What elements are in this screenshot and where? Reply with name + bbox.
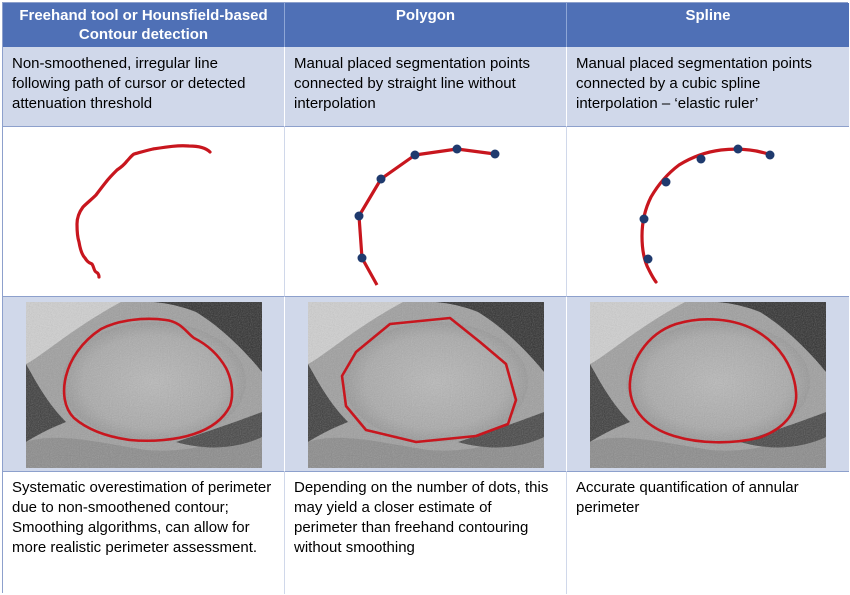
segmentation-point: [354, 211, 364, 221]
polygon-contour-line: [357, 147, 496, 286]
segmentation-point: [765, 150, 775, 160]
spline-annulus-contour: [628, 318, 798, 444]
header-freehand: Freehand tool or Hounsfield-based Contou…: [3, 3, 285, 47]
description-spline: Manual placed segmentation points connec…: [567, 47, 849, 127]
spline-contour-line: [640, 147, 773, 284]
segmentation-point: [643, 254, 653, 264]
ct-image-cell-freehand: [3, 297, 285, 472]
ct-scan-image-polygon: [308, 302, 544, 468]
segmentation-point: [410, 150, 420, 160]
header-spline: Spline: [567, 3, 849, 47]
segmentation-point: [639, 214, 649, 224]
drawing-freehand: [3, 127, 285, 297]
freehand-curve-illustration: [75, 144, 212, 279]
segmentation-point: [490, 149, 500, 159]
ct-image-cell-polygon: [285, 297, 567, 472]
header-polygon: Polygon: [285, 3, 567, 47]
conclusion-spline: Accurate quantification of annular perim…: [567, 472, 849, 594]
conclusion-polygon: Depending on the number of dots, this ma…: [285, 472, 567, 594]
polygon-annulus-contour: [340, 316, 518, 444]
ct-scan-image-spline: [590, 302, 826, 468]
segmentation-point: [696, 154, 706, 164]
segmentation-point: [661, 177, 671, 187]
ct-scan-image-freehand: [26, 302, 262, 468]
polygon-curve-illustration: [354, 144, 500, 286]
drawing-spline: [567, 127, 849, 297]
ct-image-cell-spline: [567, 297, 849, 472]
segmentation-point: [452, 144, 462, 154]
freehand-annulus-contour: [62, 317, 234, 443]
segmentation-point: [733, 144, 743, 154]
spline-curve-illustration: [639, 144, 775, 284]
conclusion-freehand: Systematic overestimation of perimeter d…: [3, 472, 285, 594]
freehand-contour-line: [75, 144, 212, 279]
drawing-polygon: [285, 127, 567, 297]
description-polygon: Manual placed segmentation points connec…: [285, 47, 567, 127]
description-freehand: Non-smoothened, irregular line following…: [3, 47, 285, 127]
segmentation-point: [376, 174, 386, 184]
segmentation-point: [357, 253, 367, 263]
